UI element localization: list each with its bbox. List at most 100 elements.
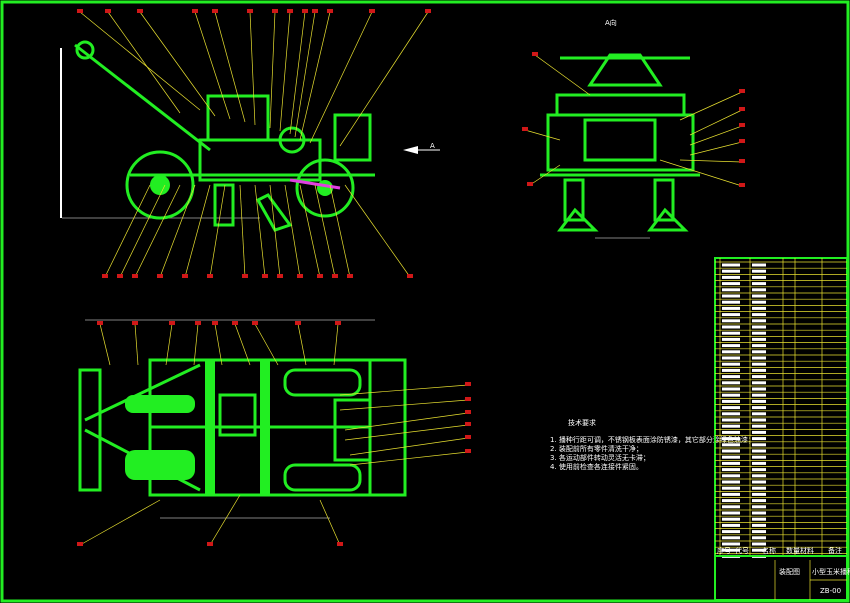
part-number-tag: [97, 321, 103, 325]
part-number-tag: [192, 9, 198, 13]
bom-header-name: 名称: [762, 546, 776, 555]
leader-line: [269, 184, 281, 278]
part-number-tag: [739, 139, 745, 143]
part-number-tag: [332, 274, 338, 278]
part-number-tag: [232, 321, 238, 325]
part-number-tag: [739, 159, 745, 163]
leader-line: [184, 184, 211, 278]
part-number-tag: [295, 321, 301, 325]
part-number-tag: [272, 9, 278, 13]
leader-line: [689, 125, 743, 146]
leader-line: [134, 323, 139, 366]
part-number-tag: [247, 9, 253, 13]
leader-line: [679, 159, 743, 163]
part-number-tag: [77, 9, 83, 13]
leader-line: [165, 323, 173, 366]
top-view: [78, 319, 407, 519]
part-number-tag: [262, 274, 268, 278]
part-number-tag: [137, 9, 143, 13]
leader-line: [529, 164, 561, 186]
leader-line: [344, 184, 411, 278]
part-number-tag: [739, 89, 745, 93]
leader-line: [314, 184, 336, 278]
part-number-tag: [407, 274, 413, 278]
leader-line: [299, 11, 331, 141]
leader-line: [689, 141, 743, 156]
leader-line: [679, 91, 743, 121]
bom-header-qty: 数量: [786, 546, 800, 555]
leader-line: [534, 54, 591, 96]
tech-item: 3. 各运动部件转动灵活无卡滞；: [550, 453, 650, 462]
leader-line: [329, 184, 351, 278]
leader-line: [339, 399, 469, 411]
leader-line: [349, 437, 469, 456]
leader-line: [269, 11, 276, 129]
tech-item: 1. 播种行距可调，不锈钢板表面涂防锈漆，其它部分涂绿色油漆；: [550, 435, 755, 444]
part-number-tag: [252, 321, 258, 325]
part-number-tag: [739, 107, 745, 111]
leader-line: [249, 11, 256, 126]
leader-line: [659, 159, 743, 187]
part-number-tag: [207, 274, 213, 278]
part-number-tag: [522, 127, 528, 131]
leader-line: [254, 184, 266, 278]
part-number-tag: [532, 52, 538, 56]
leader-line: [309, 11, 373, 144]
product-name: 小型玉米播种施肥机: [812, 567, 850, 576]
part-number-tag: [465, 435, 471, 439]
drawing-type: 装配图: [779, 567, 800, 576]
part-number-tag: [117, 274, 123, 278]
leader-line: [119, 184, 166, 278]
part-number-tag: [195, 321, 201, 325]
part-number-tag: [465, 449, 471, 453]
leader-line: [104, 184, 151, 278]
part-number-tag: [739, 183, 745, 187]
part-number-tag: [369, 9, 375, 13]
part-number-tag: [277, 274, 283, 278]
bom-header-code: 代号: [735, 546, 749, 555]
leader-line: [254, 323, 279, 366]
leader-line: [139, 11, 216, 117]
part-number-tag: [77, 542, 83, 546]
bom-header-remark: 备注: [828, 546, 842, 555]
part-number-tag: [312, 9, 318, 13]
leader-line: [333, 323, 339, 366]
part-number-tag: [302, 9, 308, 13]
tech-requirements: 技术要求 1. 播种行距可调，不锈钢板表面涂防锈漆，其它部分涂绿色油漆； 2. …: [550, 418, 755, 471]
tech-title: 技术要求: [568, 418, 596, 427]
leader-line: [289, 11, 306, 135]
leader-line: [344, 424, 469, 441]
leader-line: [193, 323, 199, 366]
leader-line: [214, 11, 246, 123]
part-number-tag: [132, 321, 138, 325]
leader-line: [344, 412, 469, 431]
leader-line: [239, 184, 246, 278]
part-number-tag: [327, 9, 333, 13]
part-number-tag: [527, 182, 533, 186]
part-number-tag: [335, 321, 341, 325]
leader-line: [134, 184, 181, 278]
part-number-tag: [425, 9, 431, 13]
leader-line: [349, 451, 469, 466]
part-number-tag: [739, 123, 745, 127]
tech-item: 2. 装配前所有零件清洗干净；: [550, 444, 643, 453]
leader-line: [214, 323, 223, 366]
part-number-tag: [102, 274, 108, 278]
leader-line: [524, 129, 561, 141]
part-number-tag: [337, 542, 343, 546]
part-number-tag: [287, 9, 293, 13]
leader-line: [107, 11, 181, 114]
leader-line: [99, 323, 111, 366]
leader-line: [209, 494, 241, 546]
part-number-tag: [105, 9, 111, 13]
part-number-tag: [182, 274, 188, 278]
leader-line: [209, 184, 226, 278]
leader-line: [279, 11, 291, 132]
part-number-tag: [207, 542, 213, 546]
part-number-tag: [317, 274, 323, 278]
leader-line: [79, 11, 201, 111]
bom-header-material: 材料: [800, 546, 814, 555]
leader-line: [234, 323, 251, 366]
